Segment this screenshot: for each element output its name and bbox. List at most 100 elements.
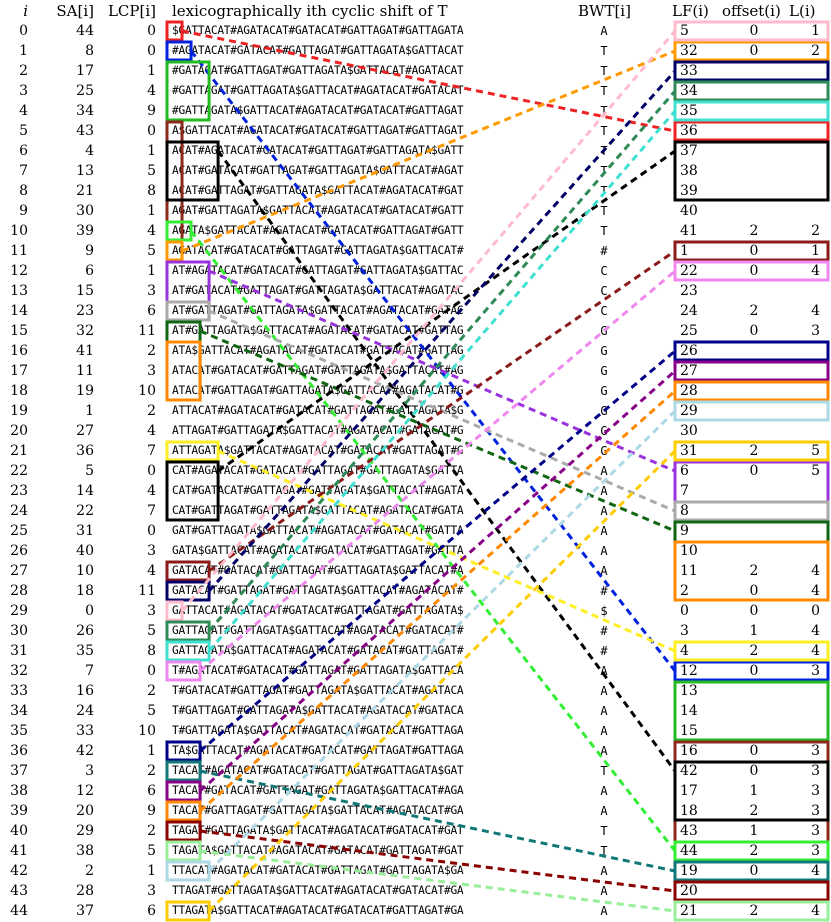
- sa-value: 25: [76, 83, 94, 99]
- row-index: 36: [10, 743, 28, 759]
- lcp-value: 8: [147, 643, 156, 659]
- offset-value: 2: [749, 903, 759, 919]
- bwt-char: $: [600, 604, 608, 618]
- lcp-value: 4: [147, 423, 156, 439]
- sa-value: 13: [76, 163, 94, 179]
- row-index: 4: [19, 103, 28, 119]
- bwt-char: C: [600, 284, 608, 298]
- length-value: 2: [811, 223, 820, 239]
- lcp-value: 5: [147, 703, 156, 719]
- lf-value: 4: [680, 643, 689, 659]
- sa-value: 27: [76, 423, 94, 439]
- row-index: 2: [19, 63, 28, 79]
- bwt-char: G: [600, 364, 608, 378]
- lcp-value: 3: [147, 543, 156, 559]
- cyclic-shift: TACAT#GATTAGAT#GATTAGATA$GATTACAT#AGATAC…: [172, 804, 464, 817]
- sa-value: 18: [76, 583, 94, 599]
- sa-value: 5: [85, 463, 94, 479]
- cyclic-shift: #AGATACAT#GATACAT#GATTAGAT#GATTAGATA$GAT…: [172, 44, 464, 57]
- cyclic-shift: ATTAGATA$GATTACAT#AGATACAT#GATACAT#GATTA…: [172, 444, 464, 457]
- lcp-value: 1: [147, 143, 156, 159]
- bwt-char: T: [600, 124, 608, 138]
- lcp-value: 6: [147, 303, 156, 319]
- lcp-value: 2: [147, 403, 156, 419]
- lcp-value: 1: [147, 863, 156, 879]
- sa-value: 43: [76, 123, 94, 139]
- header-bwt: BWT[i]: [578, 2, 631, 20]
- lf-value: 33: [680, 63, 698, 79]
- lf-value: 25: [680, 323, 698, 339]
- lcp-value: 10: [138, 723, 156, 739]
- row-index: 6: [19, 143, 28, 159]
- row-index: 12: [10, 263, 28, 279]
- offset-value: 0: [749, 323, 759, 339]
- lcp-value: 7: [147, 443, 156, 459]
- header-sa: SA[i]: [56, 2, 94, 20]
- bwt-char: #: [600, 624, 608, 638]
- lf-value: 31: [680, 443, 698, 459]
- sa-value: 33: [76, 723, 94, 739]
- length-value: 2: [811, 43, 820, 59]
- lf-value: 3: [680, 623, 689, 639]
- lf-value: 19: [680, 863, 698, 879]
- sa-value: 22: [76, 503, 94, 519]
- lf-value: 35: [680, 103, 698, 119]
- lf-value: 9: [680, 523, 689, 539]
- sa-value: 16: [76, 683, 94, 699]
- lcp-value: 6: [147, 903, 156, 919]
- offset-value: 0: [749, 663, 759, 679]
- lf-value: 37: [680, 143, 698, 159]
- row-index: 7: [19, 163, 28, 179]
- row-index: 31: [10, 643, 28, 659]
- row-index: 18: [10, 383, 28, 399]
- cyclic-shift: #GATTAGATA$GATTACAT#AGATACAT#GATACAT#GAT…: [172, 104, 464, 117]
- offset-value: 0: [749, 463, 759, 479]
- lf-value: 30: [680, 423, 698, 439]
- lf-value: 32: [680, 43, 698, 59]
- offset-value: 0: [749, 263, 759, 279]
- offset-value: 2: [749, 223, 759, 239]
- bwt-char: T: [600, 84, 608, 98]
- sa-value: 15: [76, 283, 94, 299]
- length-value: 3: [811, 823, 820, 839]
- lcp-value: 9: [147, 103, 156, 119]
- cyclic-shift: AT#AGATACAT#GATACAT#GATTAGAT#GATTAGATA$G…: [172, 264, 464, 277]
- sa-value: 32: [76, 323, 94, 339]
- cyclic-shift: CAT#AGATACAT#GATACAT#GATTAGAT#GATTAGATA$…: [172, 464, 464, 477]
- lcp-value: 4: [147, 83, 156, 99]
- offset-value: 0: [749, 243, 759, 259]
- cyclic-shift: $GATTACAT#AGATACAT#GATACAT#GATTAGAT#GATT…: [172, 24, 464, 37]
- bwt-char: A: [600, 544, 608, 558]
- bwt-char: G: [600, 324, 608, 338]
- row-index: 35: [10, 723, 28, 739]
- lf-value: 27: [680, 363, 698, 379]
- lcp-value: 5: [147, 163, 156, 179]
- lcp-value: 0: [147, 523, 156, 539]
- bwt-char: #: [600, 644, 608, 658]
- lf-value: 13: [680, 683, 698, 699]
- lcp-value: 2: [147, 683, 156, 699]
- length-value: 4: [811, 303, 820, 319]
- header-len: L(i): [789, 2, 816, 20]
- bwt-char: T: [600, 224, 608, 238]
- lf-value: 1: [680, 243, 689, 259]
- row-index: 42: [10, 863, 28, 879]
- offset-value: 0: [749, 23, 759, 39]
- lcp-value: 0: [147, 23, 156, 39]
- sa-value: 3: [85, 763, 94, 779]
